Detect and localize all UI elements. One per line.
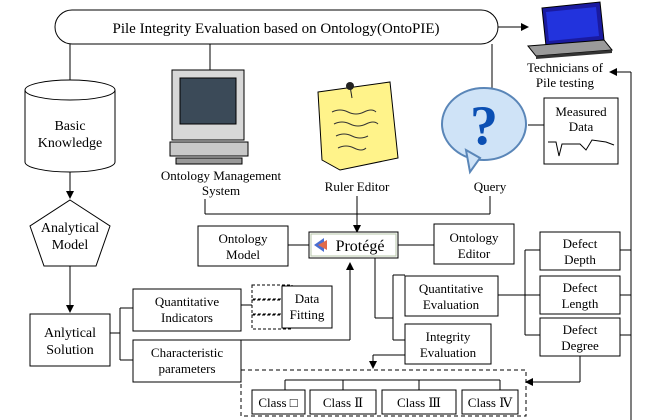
ontology-model-box: [197, 225, 289, 267]
protege-inner-border: [310, 233, 397, 257]
quantitative-indicators-box: [132, 288, 242, 332]
class-3-box: [381, 389, 457, 415]
basic-knowledge-cylinder: [24, 79, 116, 173]
ontology-editor-label-line1: Ontology: [449, 230, 499, 245]
quantitative-indicators-label-line1: Quantitative: [155, 294, 219, 309]
measured-data-label-line1: Measured: [555, 104, 607, 119]
ontology-editor-box: [433, 223, 515, 265]
characteristic-parameters-box: [132, 339, 242, 383]
ontology-model-label-line2: Model: [226, 247, 260, 262]
defect-depth-box: [539, 231, 621, 271]
defect-length-label-line1: Defect: [563, 280, 598, 295]
oms-label-line2: System: [202, 183, 240, 198]
technicians-label-line1: Technicians of: [527, 60, 604, 75]
class-1-label: Class □: [258, 395, 297, 410]
integrity-evaluation-label-line2: Evaluation: [420, 345, 477, 360]
data-fitting-label-line2: Fitting: [290, 307, 325, 322]
protege-label: Protégé: [336, 238, 385, 255]
characteristic-parameters-label-line2: parameters: [158, 361, 215, 376]
data-fitting-box: [281, 285, 333, 329]
defect-degree-box: [539, 317, 621, 357]
analytical-model-label-line2: Model: [52, 238, 89, 253]
laptop-icon: [527, 1, 613, 59]
class-2-label: Class Ⅱ: [323, 395, 363, 410]
defect-depth-label-line2: Depth: [564, 252, 596, 267]
quantitative-evaluation-label-line2: Evaluation: [423, 297, 480, 312]
signal-trace-icon: [548, 139, 615, 157]
class-2-box: [309, 389, 377, 415]
quantitative-indicators-label-line2: Indicators: [161, 310, 213, 325]
ontology-editor-label-line2: Editor: [458, 246, 491, 261]
class-3-label: Class Ⅲ: [397, 395, 441, 410]
oms-label-line1: Ontology Management: [161, 168, 282, 183]
ruler-editor-label: Ruler Editor: [325, 179, 390, 194]
quantitative-evaluation-box: [404, 275, 499, 317]
basic-knowledge-label-line1: Basic: [54, 119, 85, 134]
anlytical-solution-label-line1: Anlytical: [44, 326, 96, 341]
class-group: [240, 369, 527, 417]
sticky-note-icon: [317, 81, 399, 171]
defect-depth-label-line1: Defect: [563, 236, 598, 251]
integrity-evaluation-label-line1: Integrity: [426, 329, 471, 344]
measured-data-label-line2: Data: [569, 119, 594, 134]
integrity-evaluation-box: [404, 323, 492, 365]
class-4-box: [461, 389, 519, 415]
anlytical-solution-box: [29, 313, 111, 367]
analytical-model-pentagon: [29, 199, 111, 267]
connectors: [66, 23, 632, 420]
defect-degree-label-line1: Defect: [563, 322, 598, 337]
query-label: Query: [474, 179, 507, 194]
svg-text:?: ?: [470, 95, 498, 157]
quantitative-evaluation-label-line1: Quantitative: [419, 281, 483, 296]
anlytical-solution-label-line2: Solution: [46, 343, 93, 358]
basic-knowledge-label-line2: Knowledge: [38, 136, 103, 151]
question-icon: ?: [441, 87, 527, 175]
defect-length-label-line2: Length: [562, 296, 599, 311]
class-4-label: Class Ⅳ: [468, 395, 513, 410]
analytical-model-label-line1: Analytical: [41, 221, 99, 236]
ontology-model-label-line1: Ontology: [218, 231, 268, 246]
data-fitting-label-line1: Data: [295, 291, 320, 306]
technicians-label-line2: Pile testing: [536, 75, 595, 90]
measured-data-box: [543, 97, 619, 165]
computer-icon: [169, 69, 249, 165]
defect-length-box: [539, 275, 621, 315]
protege-logo-icon: [314, 238, 327, 252]
defect-degree-label-line2: Degree: [561, 338, 599, 353]
characteristic-parameters-label-line1: Characteristic: [151, 345, 223, 360]
class-1-box: [251, 389, 306, 415]
title-box: [54, 9, 499, 45]
diagram-title: Pile Integrity Evaluation based on Ontol…: [112, 21, 439, 37]
